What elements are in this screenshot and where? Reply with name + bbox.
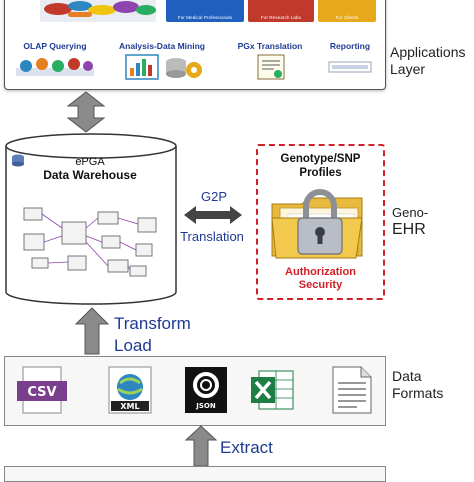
security-line: Security <box>298 279 343 291</box>
locked-folder-icon <box>271 189 363 259</box>
applications-layer-line1: Applications <box>390 44 466 60</box>
xml-icon-label: XML <box>120 402 139 411</box>
data-sources-panel <box>4 466 386 482</box>
g2p-label: G2P <box>200 189 227 204</box>
document-certificate-icon[interactable] <box>252 54 292 80</box>
load-label: Load <box>114 336 152 355</box>
csv-icon-label: CSV <box>27 385 56 400</box>
xml-file-icon[interactable]: XML <box>105 365 152 415</box>
data-warehouse-cylinder[interactable] <box>4 132 178 308</box>
reporting-logo-icon[interactable] <box>328 54 372 80</box>
data-formats-panel: CSV XML JSON <box>4 356 386 426</box>
genotype-snp-box[interactable]: Genotype/SNP Profiles Authorization Secu… <box>256 144 385 300</box>
transform-load-up-arrow <box>74 307 110 355</box>
banner-clients[interactable]: For Clients <box>318 0 376 22</box>
geno-ehr-line1: Geno- <box>392 205 429 220</box>
data-formats-line1: Data <box>392 368 422 384</box>
banner-caption-research: For Research Labs <box>261 15 301 20</box>
genotype-snp-title-line1: Genotype/SNP <box>280 153 361 165</box>
text-document-icon[interactable] <box>327 365 372 415</box>
csv-file-icon[interactable]: CSV <box>17 365 67 415</box>
schema-diagram-icon <box>23 207 157 277</box>
medical-professionals-banner[interactable] <box>40 0 156 22</box>
transform-label: Transform <box>114 314 191 333</box>
banner-caption-medical: For Medical Professionals <box>177 15 233 20</box>
data-formats-label: Data Formats <box>392 368 443 402</box>
warehouse-title: ePGA Data Warehouse <box>20 156 160 182</box>
warehouse-title-line1: ePGA <box>75 156 105 168</box>
olap-querying-label[interactable]: OLAP Querying <box>23 41 87 51</box>
banner-caption-clients: For Clients <box>335 15 359 20</box>
extract-up-arrow <box>184 425 218 467</box>
geno-ehr-line2: EHR <box>392 221 426 238</box>
app-warehouse-double-arrow <box>66 91 106 133</box>
database-icon <box>12 154 24 167</box>
genotype-snp-title: Genotype/SNP Profiles <box>258 152 383 180</box>
applications-layer-label: Applications Layer <box>390 44 466 78</box>
genotype-snp-title-line2: Profiles <box>299 167 342 179</box>
authorization-line: Authorization <box>285 266 356 278</box>
json-file-icon[interactable]: JSON <box>181 365 227 415</box>
banner-research[interactable]: For Research Labs <box>248 0 314 22</box>
chart-report-icon[interactable] <box>124 54 208 80</box>
applications-layer-line2: Layer <box>390 61 426 77</box>
warehouse-title-line2: Data Warehouse <box>43 168 137 182</box>
analysis-data-mining-label[interactable]: Analysis-Data Mining <box>119 41 205 51</box>
reporting-label[interactable]: Reporting <box>329 41 371 51</box>
translation-label: Translation <box>180 229 244 244</box>
banner-medical[interactable]: For Medical Professionals <box>166 0 244 22</box>
olap-query-icon[interactable] <box>14 54 96 80</box>
geno-ehr-label: Geno- EHR <box>392 204 428 238</box>
excel-file-icon[interactable] <box>249 365 294 415</box>
json-icon-label: JSON <box>195 402 216 410</box>
pills-image-icon <box>40 0 156 22</box>
data-formats-line2: Formats <box>392 385 444 401</box>
pgx-translation-label[interactable]: PGx Translation <box>237 41 303 51</box>
extract-label: Extract <box>220 438 273 457</box>
authorization-security-label: Authorization Security <box>258 266 383 292</box>
g2p-double-arrow <box>184 206 242 224</box>
